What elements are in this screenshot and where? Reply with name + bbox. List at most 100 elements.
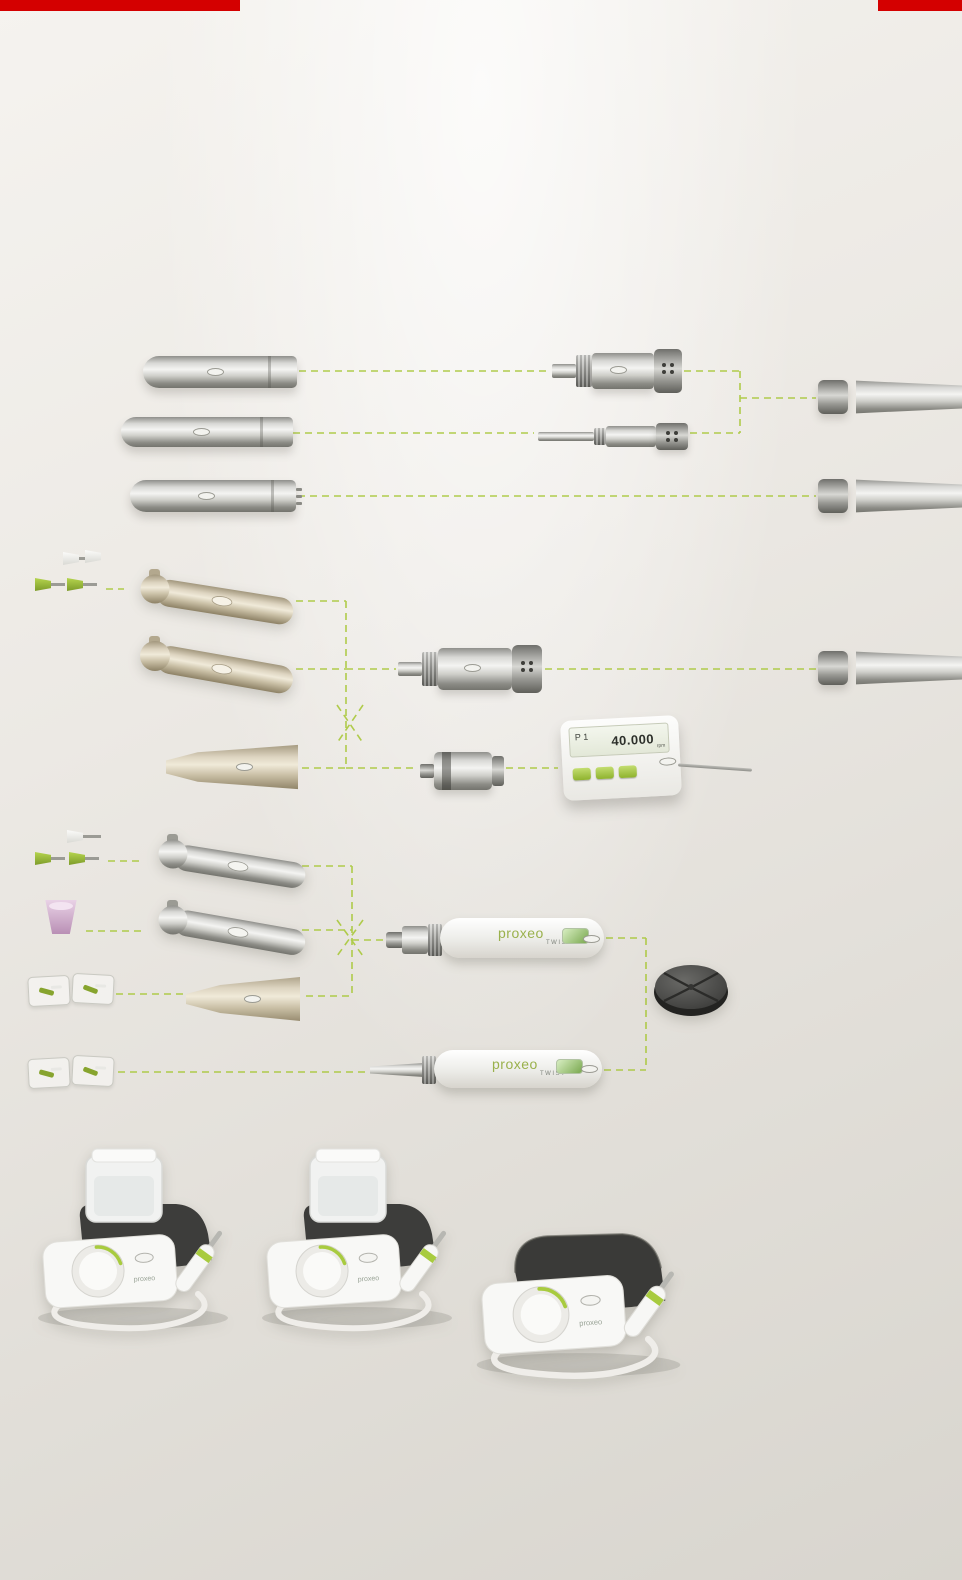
turbine-ring: [260, 417, 263, 447]
scaler-handpiece: [399, 1230, 447, 1292]
coupling-knurl-ring: [594, 428, 606, 445]
connection-face-icon: [666, 431, 679, 442]
hose-sleeve: [856, 380, 962, 414]
motor-body: [434, 752, 492, 790]
prophy-contra-angle-2: [158, 900, 306, 955]
pen-coupling-tip: [386, 932, 404, 948]
wh-logo-badge: [610, 366, 627, 374]
pen-brand-label: proxeo: [498, 925, 544, 941]
scaler-brand-label: proxeo: [134, 1275, 156, 1283]
pen-collar-ring: [422, 1056, 436, 1084]
motor-cable-end: [492, 756, 504, 786]
hose-end-cap: [818, 380, 848, 414]
motor-cable: [677, 763, 753, 772]
blister-sachet: [71, 972, 115, 1006]
wh-logo-badge: [358, 1252, 378, 1263]
hose-end-cap: [818, 479, 848, 513]
quick-coupling-large: [552, 349, 682, 393]
station-control-unit: proxeo: [481, 1275, 627, 1355]
scaler-handpiece: [175, 1230, 223, 1292]
coupling-connection-end: [656, 423, 688, 450]
handpiece-cable: [491, 1335, 659, 1380]
disc-center: [688, 984, 694, 990]
station-control-unit: proxeo: [266, 1234, 402, 1309]
wh-logo-badge: [198, 492, 215, 500]
pen-status-window: [556, 1059, 583, 1074]
pen-coupling-body: [402, 926, 428, 954]
prophy-cup-white: [67, 830, 83, 843]
coupling-body: [592, 353, 654, 389]
pink-cup-body: [45, 900, 77, 934]
wh-logo-badge: [207, 368, 224, 376]
scaler-brand-label: proxeo: [358, 1275, 380, 1283]
cup-shaft: [51, 857, 65, 860]
pink-cup-opening: [49, 902, 73, 910]
cup-shaft: [51, 583, 65, 586]
wh-logo-badge: [211, 663, 233, 675]
program-indicator: P 1: [574, 731, 589, 743]
electric-motor: [420, 748, 504, 794]
contra-angle-head: [140, 641, 170, 671]
prophy-cup-pink: [42, 898, 84, 938]
speed-value: 40.000: [610, 731, 655, 749]
motor-control-console: P 1 40.000 rpm: [559, 714, 760, 809]
turbine-ring: [271, 480, 274, 512]
coupling-connection-end: [654, 349, 682, 393]
prophy-cup-white: [63, 552, 79, 565]
connection-face-icon: [662, 363, 675, 374]
contra-angle-body: [174, 845, 306, 888]
contra-angle-head: [158, 905, 188, 935]
prophy-cup-green: [35, 578, 51, 591]
piezo-scaler-station-3: proxeo: [476, 1233, 681, 1380]
cup-shaft: [83, 835, 101, 838]
scaler-handpiece: [623, 1271, 674, 1337]
cup-shaft: [85, 857, 99, 860]
prophy-twist-handpiece-1: proxeo TWIST: [386, 912, 604, 968]
wireless-foot-control: [654, 965, 728, 1016]
pen-brand-label: proxeo: [492, 1056, 538, 1072]
contra-angle-head: [140, 574, 170, 604]
speed-unit: rpm: [656, 742, 666, 750]
pen-series-label: TWIST: [540, 1071, 567, 1077]
blister-sachet: [27, 974, 71, 1008]
cup-shaft: [83, 583, 97, 586]
coupling-knurl-ring: [576, 355, 592, 387]
wh-logo-badge: [244, 995, 261, 1003]
contra-angle-body: [174, 910, 306, 955]
turbine-handpiece-1: [143, 356, 297, 388]
contra-angle-handpiece-1: [140, 569, 294, 625]
supply-hose-connector-1: [818, 380, 962, 414]
prophy-contra-angle-1: [158, 834, 306, 888]
contra-angle-body: [156, 579, 294, 625]
prophy-cup-green: [67, 578, 83, 591]
motor-connection-end: [512, 645, 542, 693]
motor-band: [442, 752, 451, 790]
connector-turbine-section: [293, 370, 816, 497]
polishing-cups-group-1: [33, 550, 111, 604]
coupling-shaft: [552, 364, 576, 378]
motor-shaft: [420, 764, 434, 778]
wh-logo-badge: [236, 763, 253, 771]
hose-end-cap: [818, 651, 848, 685]
dial-accent-arc: [94, 1245, 123, 1266]
handpiece-cable: [51, 1291, 208, 1332]
water-bottle: [85, 1148, 163, 1223]
polishing-cups-group-2: [33, 828, 113, 876]
motor-body: [438, 648, 512, 690]
console-button-row: [572, 765, 638, 781]
prophy-twist-handpiece-2: proxeo TWIST: [370, 1044, 602, 1096]
wh-logo-badge: [193, 428, 210, 436]
wh-logo-badge: [581, 1065, 598, 1073]
connection-face-icon: [521, 661, 534, 672]
blister-sachet: [71, 1054, 115, 1088]
dial-accent-arc: [537, 1287, 568, 1309]
water-bottle: [309, 1148, 387, 1223]
wh-logo-badge: [211, 596, 233, 607]
disposable-angle-sachets-1: [27, 972, 120, 1012]
hose-sleeve: [856, 479, 962, 513]
wh-logo-badge: [134, 1252, 154, 1263]
disposable-angle-sachets-2: [27, 1054, 120, 1094]
contra-angle-body: [156, 646, 293, 694]
